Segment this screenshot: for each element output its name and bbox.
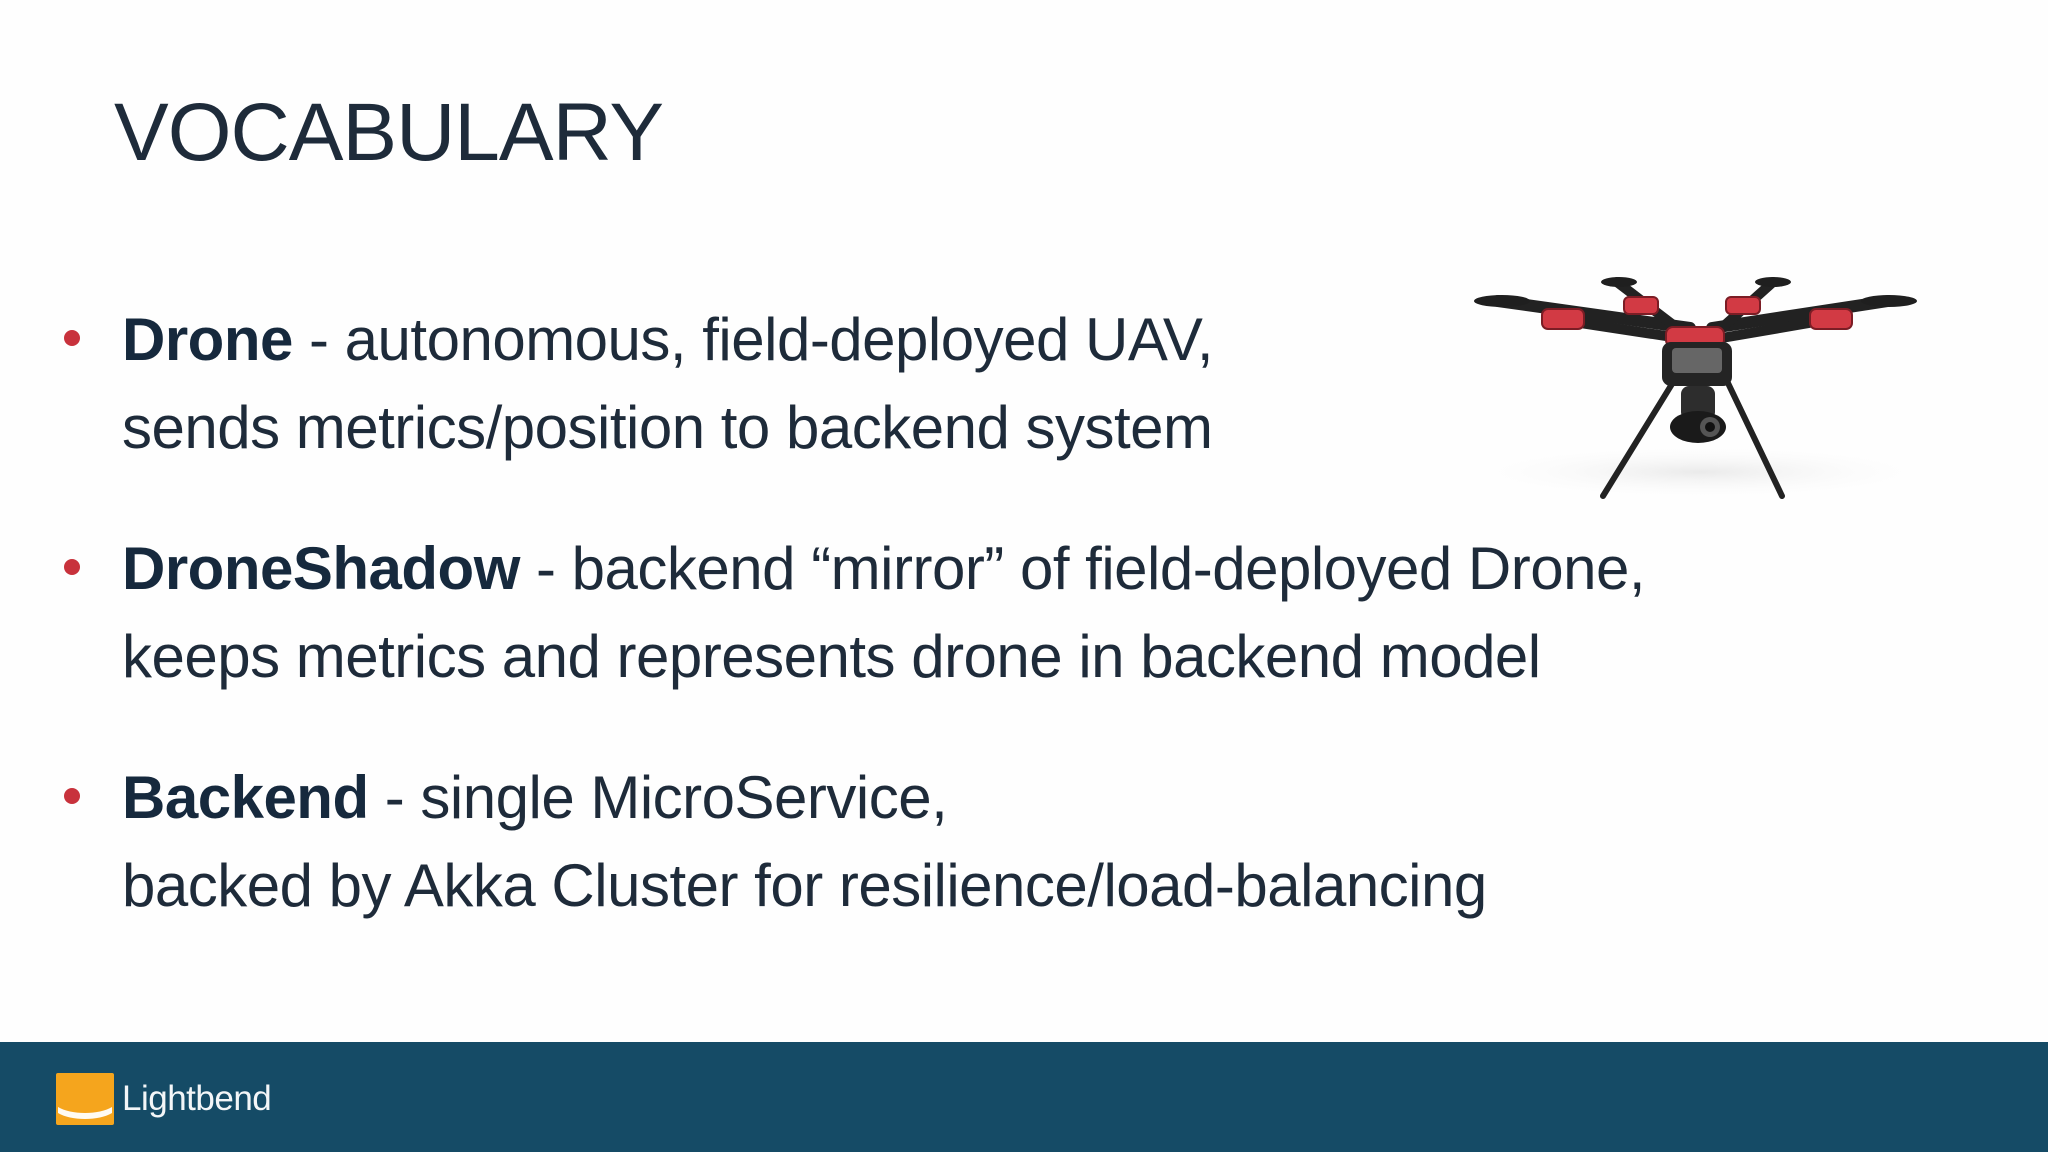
logo-text: Lightbend [122,1079,272,1118]
bullet-item-backend: Backend - single MicroService, backed by… [60,754,1760,930]
bullet-description-continued: keeps metrics and represents drone in ba… [122,623,1541,690]
footer: Lightbend [0,1042,2048,1152]
bullet-dot [64,330,80,346]
bullet-description-continued: backed by Akka Cluster for resilience/lo… [122,852,1487,919]
bullet-term: Drone [122,306,293,373]
bullet-term: DroneShadow [122,535,520,602]
lightbend-logo-icon [56,1073,114,1125]
drone-image [1455,277,1945,500]
bullet-list: Drone - autonomous, field-deployed UAV, … [60,296,1760,983]
bullet-dot [64,788,80,804]
slide-title: VOCABULARY [114,87,664,178]
bullet-item-droneshadow: DroneShadow - backend “mirror” of field-… [60,525,1760,701]
bullet-item-drone: Drone - autonomous, field-deployed UAV, … [60,296,1760,472]
lightbend-logo: Lightbend [56,1073,272,1125]
bullet-description: - single MicroService, [368,764,948,831]
bullet-dot [64,559,80,575]
bullet-description: - autonomous, field-deployed UAV, [292,306,1214,373]
bullet-description: - backend “mirror” of field-deployed Dro… [519,535,1646,602]
bullet-term: Backend [122,764,369,831]
bullet-description-continued: sends metrics/position to backend system [122,394,1213,461]
